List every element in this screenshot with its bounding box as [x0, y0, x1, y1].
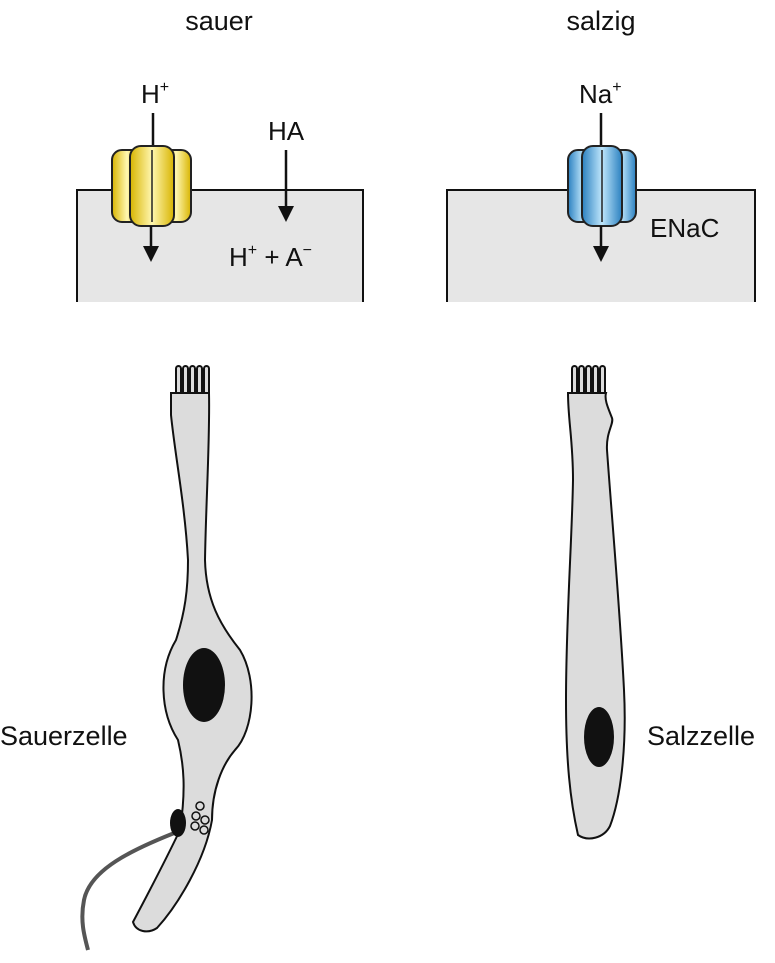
synapse-contact — [170, 809, 186, 837]
heading-salty: salzig — [566, 6, 635, 36]
salty-cell: Salzzelle — [564, 365, 755, 840]
sour-nucleus — [183, 648, 225, 722]
synaptic-vesicles — [190, 801, 210, 835]
sour-ion-label: H+ — [141, 79, 169, 109]
sour-cell: Sauerzelle — [0, 365, 253, 951]
salty-ion-label: Na+ — [579, 79, 622, 109]
sour-membrane-panel: H+ HA H+ + A− — [76, 79, 364, 302]
acid-arrowhead — [278, 206, 294, 222]
dissociation-label: H+ + A− — [229, 242, 312, 272]
salty-membrane-panel: Na+ ENaC — [446, 79, 756, 302]
heading-sour: sauer — [185, 6, 253, 36]
sour-ion-arrowhead — [143, 246, 159, 262]
enac-channel-icon — [567, 145, 637, 227]
sour-microvilli — [175, 365, 210, 397]
channel-name-label: ENaC — [650, 213, 719, 243]
proton-channel-icon — [111, 145, 192, 227]
salty-microvilli — [571, 365, 606, 397]
nerve-fiber — [80, 828, 183, 951]
sour-acid-label: HA — [268, 116, 305, 146]
salty-nucleus — [584, 707, 614, 767]
salty-ion-arrowhead — [593, 246, 609, 262]
salty-cell-label: Salzzelle — [647, 721, 755, 751]
sour-cell-label: Sauerzelle — [0, 721, 128, 751]
salty-cell-body — [564, 392, 626, 840]
